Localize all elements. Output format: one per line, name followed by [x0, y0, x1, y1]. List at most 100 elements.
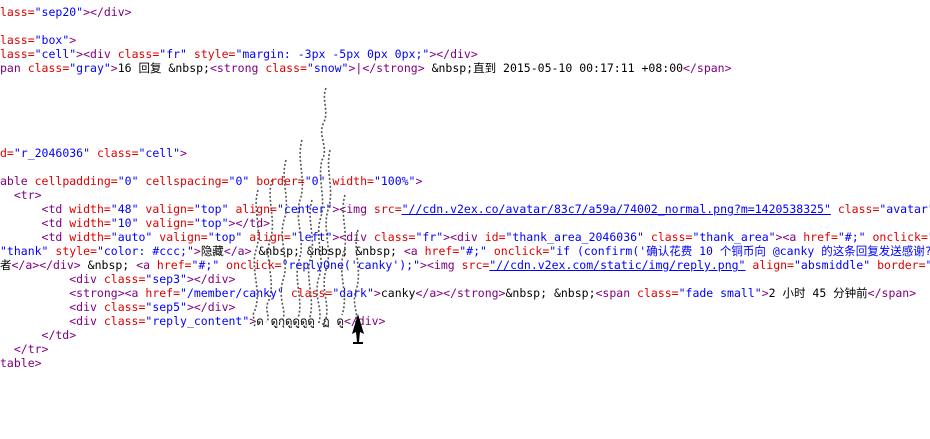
source-link[interactable]: "//cdn.v2ex.com/static/img/reply.png": [489, 258, 746, 272]
source-token: "fade small": [678, 286, 762, 300]
source-token: "dark": [332, 286, 374, 300]
source-token: <span: [595, 286, 638, 300]
source-token: cellspacing=: [145, 174, 229, 188]
source-token: &nbsp;直到 2015-05-10 00:17:11 +08:00: [424, 61, 684, 75]
source-token: >: [415, 174, 423, 188]
source-token: <td: [0, 216, 70, 230]
source-token: ></div>: [186, 272, 236, 286]
source-token: valign=: [145, 216, 194, 230]
source-line: table>: [0, 356, 930, 370]
source-token: lass=: [0, 5, 35, 19]
source-line: d="r_2046036" class="cell">: [0, 146, 930, 160]
source-line: pan class="gray">16 回复 &nbsp;<strong cla…: [0, 61, 930, 75]
source-token: "cell": [34, 47, 77, 61]
source-token: "0": [228, 174, 257, 188]
source-token: "cell": [138, 146, 181, 160]
source-token: align=: [235, 202, 277, 216]
source-line: <td width="48" valign="top" align="cente…: [0, 202, 930, 216]
source-token: <a: [136, 258, 157, 272]
source-token: "0": [304, 174, 333, 188]
source-token: "0": [117, 174, 146, 188]
source-token: onclick=: [226, 258, 282, 272]
source-token: </span>: [867, 286, 917, 300]
source-token: <strong: [209, 61, 266, 75]
source-token: href=: [145, 286, 181, 300]
source-token: class=: [637, 286, 679, 300]
source-token: "r_2046036": [13, 146, 97, 160]
source-token: "48": [110, 202, 146, 216]
source-token: "100%": [373, 174, 416, 188]
source-token: class=: [650, 230, 693, 244]
source-token: "top": [193, 216, 229, 230]
source-token: "10": [110, 216, 146, 230]
source-token: >: [761, 286, 769, 300]
source-token: ></div>: [186, 300, 236, 314]
source-token: ></div>: [83, 5, 132, 19]
source-token: class=: [117, 47, 160, 61]
source-token: "#;": [459, 244, 494, 258]
source-token: "sep3": [145, 272, 187, 286]
source-token: width=: [69, 202, 111, 216]
source-token: &nbsp;: [916, 286, 930, 300]
source-token: class=: [103, 314, 146, 328]
source-line: 者</a></div> &nbsp; <a href="#;" onclick=…: [0, 258, 930, 272]
source-token: "avatar": [879, 202, 930, 216]
source-link[interactable]: "//cdn.v2ex.co/avatar/83c7/a59a/74002_no…: [401, 202, 831, 216]
source-token: border=: [877, 258, 926, 272]
source-token: <div: [0, 272, 104, 286]
source-token: able: [0, 174, 35, 188]
source-token: width=: [332, 174, 374, 188]
source-token: 2 小时 45 分钟前: [768, 286, 868, 300]
source-token: "sep20": [34, 5, 84, 19]
source-token: </a></div>: [11, 258, 81, 272]
source-token: style=: [193, 47, 236, 61]
source-token: src=: [373, 202, 402, 216]
source-token: width=: [69, 230, 111, 244]
source-line: lass="sep20"></div>: [0, 5, 930, 19]
source-token: "box": [34, 33, 70, 47]
source-token: ><div: [332, 230, 374, 244]
source-token: >|</strong>: [348, 61, 425, 75]
source-token: canky: [380, 286, 416, 300]
source-token: </span>: [683, 61, 732, 75]
source-token: "snow": [306, 61, 349, 75]
source-token: class=: [96, 146, 139, 160]
source-token: class=: [27, 61, 70, 75]
source-token: &nbsp; &nbsp; &nbsp;: [251, 244, 404, 258]
source-token: &nbsp;: [80, 258, 137, 272]
source-token: "0": [926, 258, 930, 272]
source-token: >: [193, 244, 201, 258]
source-token: onclick=: [872, 230, 928, 244]
source-token: "absmiddle": [793, 258, 878, 272]
source-token: "/member/canky": [180, 286, 291, 300]
source-token: <td: [0, 230, 70, 244]
source-token: 隐藏: [200, 244, 224, 258]
source-line: <div class="sep5"></div>: [0, 300, 930, 314]
source-token: "if (confirm('确认花费 10 个铜币向 @canky 的这条回复发…: [549, 244, 930, 258]
source-line: <div class="reply_content">ด ดูกุดูดูดูด…: [0, 314, 930, 328]
source-token: class=: [290, 286, 333, 300]
source-token: "replyOne('canky');": [281, 258, 421, 272]
source-token: "#;": [191, 258, 227, 272]
source-token: "gray": [69, 61, 111, 75]
source-token: "color: #ccc;": [96, 244, 194, 258]
source-token: "thank_area": [692, 230, 776, 244]
source-token: >: [69, 33, 77, 47]
source-token: width=: [69, 216, 111, 230]
source-token: class=: [103, 300, 146, 314]
source-token: </a>: [223, 244, 252, 258]
source-token: <a: [403, 244, 425, 258]
source-token: "top": [193, 202, 236, 216]
source-token: ></div>: [429, 47, 478, 61]
source-line: </td>: [0, 328, 930, 342]
source-line: <strong><a href="/member/canky" class="d…: [0, 286, 930, 300]
source-token: "sep5": [145, 300, 187, 314]
source-token: &nbsp; &nbsp;: [505, 286, 596, 300]
source-token: onclick=: [493, 244, 550, 258]
source-token: id=: [484, 230, 506, 244]
source-token: border=: [256, 174, 305, 188]
source-line: lass="box">: [0, 33, 930, 47]
source-line: lass="cell"><div class="fr" style="margi…: [0, 47, 930, 61]
source-line: </tr>: [0, 342, 930, 356]
